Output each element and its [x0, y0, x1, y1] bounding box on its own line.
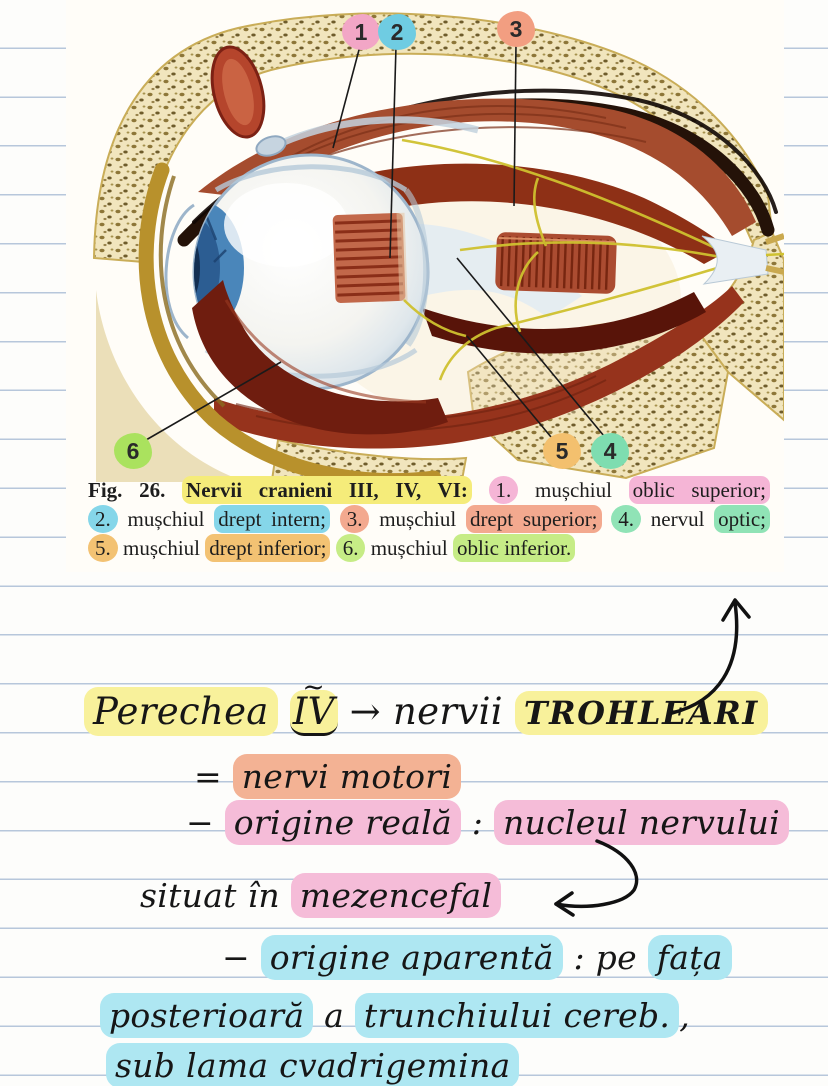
leader-lines: [145, 43, 605, 441]
caption-segment: mușchiul: [117, 507, 215, 531]
note-segment: mezencefal: [290, 873, 502, 918]
retrobulbar-tissue: [394, 223, 582, 318]
caption-line: 2. mușchiul drept intern; 3. mușchiul dr…: [88, 505, 770, 534]
note-segment: origine reală: [224, 800, 462, 845]
handwritten-line: sub lama cvadrigemina: [106, 1043, 520, 1086]
arrow-hook-head: [554, 891, 575, 917]
figure-label-2: 2: [378, 14, 416, 50]
handwritten-line: − origine aparentă : pe fața: [222, 935, 732, 980]
caption-line: 5. mușchiul drept inferior; 6. mușchiul …: [88, 534, 770, 563]
caption-number-badge: 2.: [88, 505, 118, 533]
caption-number-badge: 6.: [335, 534, 366, 562]
figure-label-4-text: 4: [603, 437, 617, 464]
note-segment: =: [194, 757, 233, 796]
figure-label-6: 6: [114, 433, 152, 469]
handwritten-line: Perechea IV → nervii TROHLEARI: [84, 687, 768, 736]
apex-tendon: [701, 235, 769, 285]
note-segment: fața: [647, 935, 732, 980]
eyeball-highlight: [224, 183, 348, 267]
caption-segment: optic;: [714, 505, 770, 533]
note-segment: −: [222, 938, 261, 977]
note-segment: nervi motori: [232, 754, 462, 799]
caption-segment: [330, 536, 335, 560]
caption-segment: Fig. 26.: [88, 478, 183, 502]
handwritten-line: = nervi motori: [194, 754, 462, 799]
lateral-rectus-cut: [495, 232, 617, 294]
caption-segment: Nervii cranieni III, IV, VI:: [182, 476, 472, 504]
caption-segment: oblic inferior.: [452, 534, 576, 562]
handwritten-line: − origine reală : nucleul nervului: [186, 800, 790, 845]
caption-segment: drept inferior;: [205, 534, 331, 562]
note-segment: IV: [289, 690, 338, 736]
inferior-oblique-highlight: [224, 299, 427, 404]
arrow-hook-to-mezencefal: [554, 839, 639, 909]
note-segment: sub lama cvadrigemina: [106, 1043, 520, 1086]
caption-segment: [472, 478, 489, 502]
note-segment: nucleul nervului: [494, 800, 790, 845]
trochlea: [255, 135, 287, 157]
caption-segment: mușchiul: [117, 536, 206, 560]
note-segment: situat în: [140, 876, 291, 915]
figure-label-1-text: 1: [354, 18, 368, 45]
caption-segment: oblic superior;: [628, 476, 770, 504]
note-segment: trunchiului cereb.: [354, 993, 680, 1038]
caption-number-badge: 1.: [488, 476, 519, 504]
figure-label-4: 4: [591, 433, 629, 469]
note-segment: :: [461, 803, 495, 842]
note-segment: a: [313, 996, 355, 1035]
medial-rectus-cut: [332, 212, 408, 303]
deep-maroon-band: [422, 292, 706, 354]
frontal-sinus-muscle-cut: [210, 45, 266, 139]
figure-label-5-text: 5: [555, 437, 569, 464]
caption-segment: mușchiul: [518, 478, 629, 502]
handwritten-line: situat în mezencefal: [140, 873, 502, 918]
note-segment: Perechea: [84, 687, 278, 736]
inferior-oblique-muscle: [192, 280, 448, 435]
note-segment: posterioară: [100, 993, 314, 1038]
caption-segment: nervul: [641, 507, 715, 531]
orbital-rim-line: [158, 175, 226, 408]
figure-label-1: 1: [342, 14, 380, 50]
caption-segment: mușchiul: [369, 507, 466, 531]
caption-segment: drept intern;: [214, 505, 330, 533]
caption-number-badge: 3.: [339, 505, 370, 533]
caption-segment: [330, 507, 340, 531]
caption-segment: drept superior;: [465, 505, 602, 533]
figure-label-5: 5: [543, 433, 581, 469]
caption-number-badge: 4.: [611, 505, 642, 533]
inferior-rectus-muscle: [214, 286, 744, 449]
note-segment: → nervii: [337, 690, 515, 733]
caption-line: Fig. 26. Nervii cranieni III, IV, VI: 1.…: [88, 476, 770, 505]
apex-exit-strands: [765, 233, 784, 275]
note-segment: TROHLEARI: [514, 691, 768, 735]
nerve-fibers: [401, 138, 727, 381]
handwritten-line: posterioară a trunchiului cereb.,: [100, 993, 690, 1038]
note-segment: origine aparentă: [260, 935, 563, 980]
superior-oblique-tendon: [282, 116, 479, 146]
caption-number-badge: 5.: [88, 534, 118, 562]
note-segment: −: [186, 803, 225, 842]
caption-segment: mușchiul: [365, 536, 453, 560]
figure-caption: Fig. 26. Nervii cranieni III, IV, VI: 1.…: [88, 476, 770, 563]
note-segment: [278, 690, 290, 733]
figure-label-3: 3: [497, 11, 535, 47]
caption-segment: [602, 507, 612, 531]
figure-label-2-text: 2: [390, 18, 404, 45]
figure-label-6-text: 6: [126, 437, 140, 464]
note-segment: ,: [679, 996, 690, 1035]
arrow-up-head: [721, 598, 751, 622]
figure-label-3-text: 3: [509, 15, 523, 42]
cornea: [164, 203, 195, 340]
orbit-roof-bone: [92, 12, 774, 264]
note-segment: : pe: [562, 938, 648, 977]
